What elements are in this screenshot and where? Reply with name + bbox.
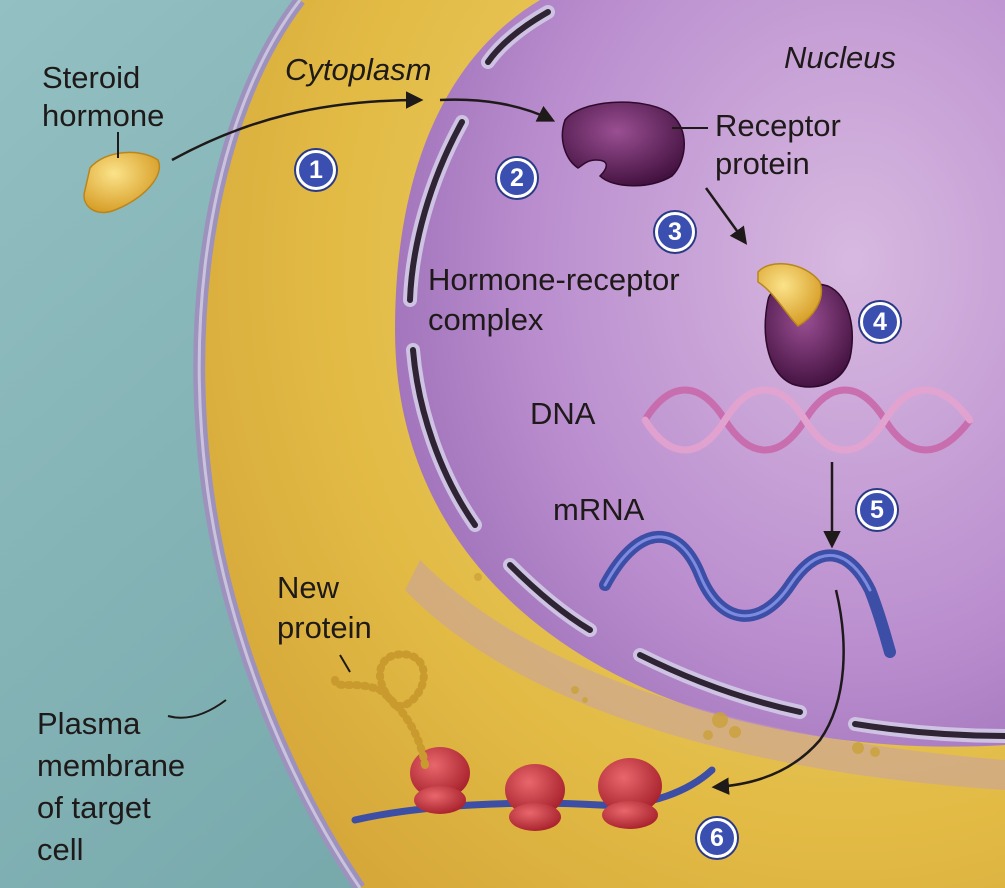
label-nucleus: Nucleus xyxy=(784,40,896,76)
step-5-marker: 5 xyxy=(857,490,897,530)
step-4-marker: 4 xyxy=(860,302,900,342)
label-steroid-hormone-line2: hormone xyxy=(42,98,164,134)
label-hormone-receptor-line2: complex xyxy=(428,302,543,338)
label-plasma-membrane-line3: of target xyxy=(37,790,151,826)
label-cytoplasm: Cytoplasm xyxy=(285,52,431,88)
label-plasma-membrane-line1: Plasma xyxy=(37,706,140,742)
label-receptor-protein-line2: protein xyxy=(715,146,810,182)
step-1-marker: 1 xyxy=(296,150,336,190)
step-3-marker: 3 xyxy=(655,212,695,252)
ribosome-3 xyxy=(598,758,662,829)
label-hormone-receptor-line1: Hormone-receptor xyxy=(428,262,680,298)
label-plasma-membrane-line4: cell xyxy=(37,832,84,868)
ribosome-1 xyxy=(410,747,470,814)
label-dna: DNA xyxy=(530,396,595,432)
label-steroid-hormone-line1: Steroid xyxy=(42,60,140,96)
step-2-marker: 2 xyxy=(497,158,537,198)
label-mrna: mRNA xyxy=(553,492,644,528)
step-6-marker: 6 xyxy=(697,818,737,858)
ribosome-2 xyxy=(505,764,565,831)
label-new-protein-line2: protein xyxy=(277,610,372,646)
label-plasma-membrane-line2: membrane xyxy=(37,748,185,784)
label-receptor-protein-line1: Receptor xyxy=(715,108,841,144)
label-new-protein-line1: New xyxy=(277,570,339,606)
